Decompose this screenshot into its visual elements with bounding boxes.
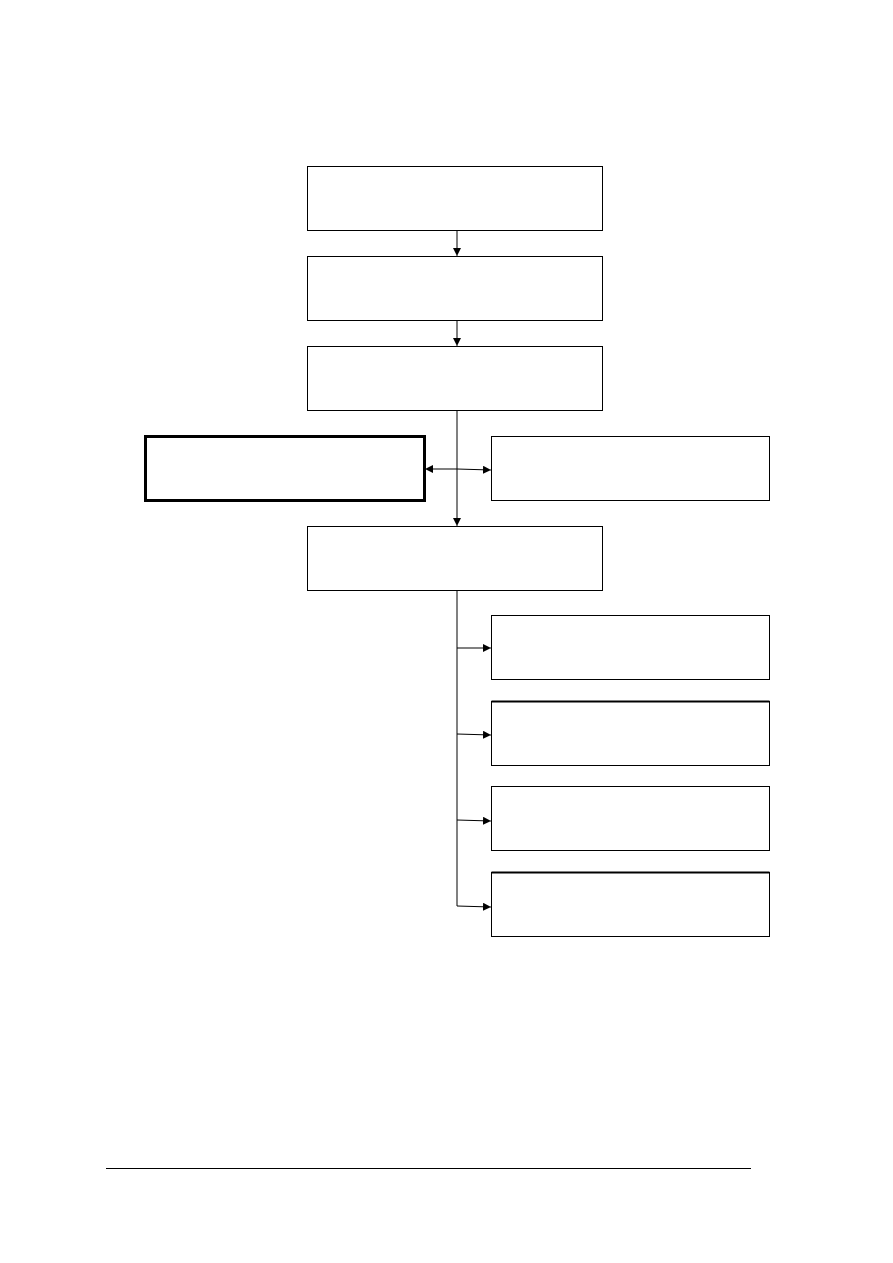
box-step-3	[307, 346, 603, 411]
box-branch-4	[491, 871, 770, 937]
box-step-1	[307, 166, 603, 231]
connector-step-4-to-branch-4	[456, 902, 492, 911]
box-branch-1	[491, 615, 770, 680]
box-branch-3	[491, 786, 770, 851]
box-step-2	[307, 256, 603, 321]
box-side-left	[144, 435, 426, 502]
box-branch-2	[491, 700, 770, 766]
connector-step-4-to-branch-2	[456, 730, 492, 739]
connectors	[425, 231, 492, 911]
boxes	[144, 166, 770, 937]
connector-step-4-to-branch-3	[456, 816, 492, 825]
box-step-4	[307, 526, 603, 591]
box-side-right	[491, 436, 770, 501]
connector-step-3-to-side-right	[456, 465, 492, 474]
